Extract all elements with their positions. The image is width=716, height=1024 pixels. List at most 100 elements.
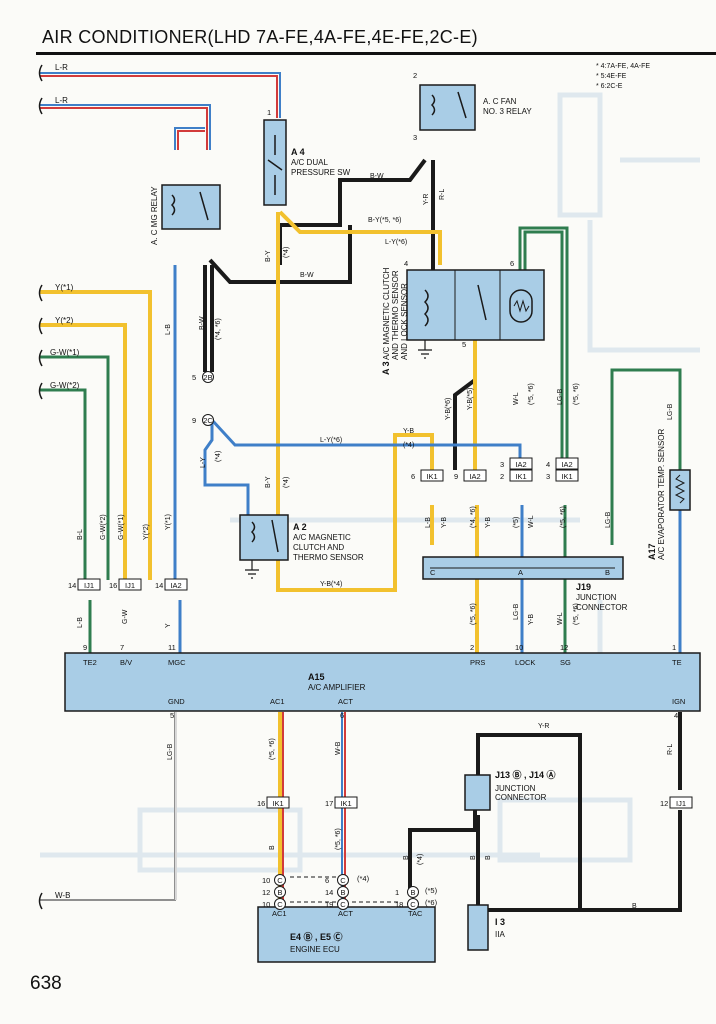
wire-break-mark [38, 317, 43, 335]
input-wire-label: W-B [55, 891, 70, 900]
ecu-pin-letter: B [340, 888, 345, 897]
wire-color-label: LG-B [667, 403, 674, 420]
fan-relay-name-1: A. C FAN [483, 97, 517, 106]
input-wire-label: L-R [55, 96, 68, 105]
amplifier-pin-number: 10 [515, 643, 523, 652]
connector-ia2-code: IA2 [170, 581, 181, 590]
wire-break-mark [38, 284, 43, 302]
i3-component: I 3 IIA [467, 904, 505, 951]
amplifier-pin-label: TE2 [83, 658, 97, 667]
wire-color-label: B-W [300, 272, 314, 279]
inline-connector-letter: 2C [203, 416, 213, 425]
wire-color-label: W-L [557, 612, 564, 625]
connector-pin-number: 3 [500, 460, 504, 469]
fan-relay-name-2: NO. 3 RELAY [483, 107, 532, 116]
connector-ij1-box [77, 578, 101, 591]
inline-connector-circle [202, 414, 214, 426]
ecu-pin-circle [337, 886, 349, 898]
wire-color-label: (*5, *6) [335, 828, 342, 850]
wire-color-label: LG-B [513, 603, 520, 620]
amplifier-pin-label: GND [168, 697, 185, 706]
pin-number: B [605, 568, 610, 577]
amplifier-pin-number: 4 [674, 711, 678, 720]
connector-ik1-box [509, 469, 533, 482]
wire-l-r-top [40, 72, 281, 150]
page-title: AIR CONDITIONER(LHD 7A-FE,4A-FE,4E-FE,2C… [42, 27, 478, 47]
connector-ia2-box [555, 457, 579, 470]
wire-color-label: B [485, 855, 492, 860]
i3-name: IIA [495, 930, 505, 939]
wire-color-label: G-W(*1) [118, 514, 125, 540]
ecu-pin-number: 10 [262, 900, 270, 909]
ecu-pin-number: 6 [325, 876, 329, 885]
connector-pin-number: 17 [325, 799, 333, 808]
connector-ij1-code: IJ1 [676, 799, 686, 808]
connector-ik1-code: IK1 [340, 799, 351, 808]
wire-color-label: (*4) [215, 451, 222, 462]
connector-pin-number: 12 [660, 799, 668, 808]
connector-pin-number: 16 [109, 581, 117, 590]
connector-ik1-box [420, 469, 444, 482]
inline-connector-letter: 2B [203, 373, 212, 382]
a4-dual-pressure-switch: A 4 A/C DUAL PRESSURE SW [263, 119, 351, 206]
wire-color-label: Y-B(*4) [320, 581, 342, 588]
wire-color-label: Y-B [485, 517, 492, 528]
wire-color-label: Y-B [528, 614, 535, 625]
amplifier-pin-label: MGC [168, 658, 186, 667]
connector-pin-number: 2 [500, 472, 504, 481]
wire-b-bottom [408, 712, 682, 912]
mg-relay: A. C MG RELAY [150, 184, 221, 245]
a2-magnetic-clutch: A 2 A/C MAGNETIC CLUTCH AND THERMO SENSO… [239, 514, 364, 579]
pin-number: 2 [413, 71, 417, 80]
connector-ia2-code: IA2 [469, 472, 480, 481]
wire-color-label: B-Y [265, 476, 272, 488]
a3-name-1: A/C MAGNETIC CLUTCH [382, 267, 391, 360]
wire-color-label: (*5, *6) [560, 506, 567, 528]
connector-ia2-box [463, 469, 487, 482]
connector-ia2-code: IA2 [515, 460, 526, 469]
ecu-terminal-label: AC1 [272, 909, 287, 918]
wire-break-mark [38, 382, 43, 400]
j13-junction-connector: J13 Ⓑ , J14 Ⓐ JUNCTION CONNECTOR [464, 769, 556, 811]
a15-id: A15 [308, 672, 325, 682]
connector-ia2-box [509, 457, 533, 470]
ecu-pin-number: 18 [395, 900, 403, 909]
wire-color-label: Y-B(*5) [467, 388, 474, 410]
connector-ia2-code: IA2 [561, 460, 572, 469]
ecu-pin-number: 14 [325, 888, 333, 897]
connector-pin-number: 9 [454, 472, 458, 481]
j13-name-1: JUNCTION [495, 784, 536, 793]
ecu-pin-letter: C [340, 876, 346, 885]
wire-color-label: L-B [77, 617, 84, 628]
a2-name-3: THERMO SENSOR [293, 553, 364, 562]
wire-color-label: (*4) [283, 247, 290, 258]
connector-ik1-box [555, 469, 579, 482]
wire-color-label: W-B [335, 741, 342, 755]
wire-color-label: (*5, *6) [573, 603, 580, 625]
connector-pin-number: 14 [68, 581, 76, 590]
ghost-background [40, 92, 700, 873]
ecu-pin-circle [407, 886, 419, 898]
wire-color-label: L-Y [200, 457, 207, 468]
wire-color-label: L-B [425, 517, 432, 528]
a3-id: A 3 [381, 361, 391, 375]
pin-number: 6 [510, 259, 514, 268]
connector-pin-number: 4 [546, 460, 550, 469]
e4-id: E4 Ⓑ , E5 Ⓒ [290, 931, 343, 942]
j19-junction-connector: J19 JUNCTION CONNECTOR [422, 556, 628, 612]
a3-name-3: AND LOCK SENSOR [400, 283, 409, 360]
pin-number: 4 [404, 259, 408, 268]
amplifier-pin-number: 12 [560, 643, 568, 652]
wire-break-mark [38, 349, 43, 367]
amplifier-pin-number: 7 [120, 643, 124, 652]
ecu-pin-circle [274, 886, 286, 898]
amplifier-pin-label: LOCK [515, 658, 535, 667]
a15-amplifier: A15 A/C AMPLIFIER [64, 652, 701, 712]
j19-name-1: JUNCTION [576, 593, 617, 602]
ecu-pin-number: 19 [325, 900, 333, 909]
connector-ij1-box [669, 796, 693, 809]
connector-ik1-box [266, 796, 290, 809]
j13-id: J13 Ⓑ , J14 Ⓐ [495, 769, 556, 780]
wire-color-label: Y [165, 623, 172, 628]
a3-name-2: AND THERMO SENSOR [391, 270, 400, 360]
